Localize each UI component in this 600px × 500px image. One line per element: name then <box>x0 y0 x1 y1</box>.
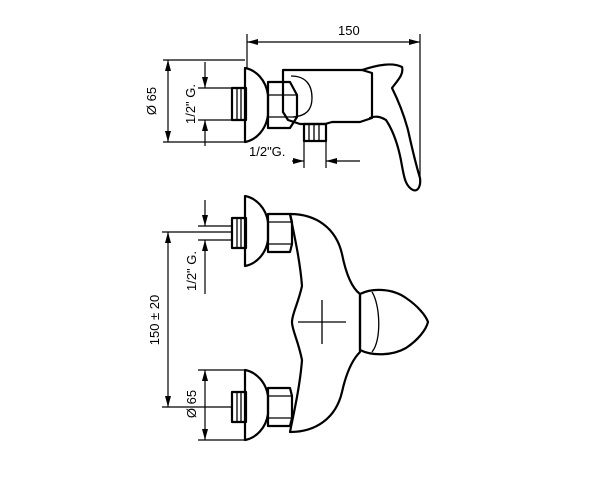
dimension-label-overall-depth: 150 <box>338 23 360 38</box>
side-view-inlet-stub <box>230 86 248 122</box>
dimension-label-inlet-thread-side: 1/2" G. <box>183 84 198 124</box>
side-view-outlet <box>302 122 328 143</box>
front-view <box>230 194 430 442</box>
front-view-top-flange <box>243 194 270 268</box>
front-view-top-nut <box>266 212 294 254</box>
dimension-inlet-thread-side <box>198 62 232 146</box>
dimension-label-inlet-thread-front: 1/2" G. <box>184 251 199 291</box>
front-view-mixer-body <box>288 212 362 434</box>
front-view-top-inlet-stub <box>230 216 248 250</box>
dimension-label-outlet-thread: 1/2"G. <box>249 144 285 159</box>
dimension-flange-diameter-bottom <box>198 369 245 441</box>
dimension-flange-diameter-top <box>163 59 245 143</box>
side-view-mixer-body <box>281 68 374 126</box>
dimension-label-center-distance: 150 ± 20 <box>147 295 162 346</box>
front-view-bottom-nut <box>266 386 294 428</box>
front-view-bottom-flange <box>243 368 270 442</box>
dimension-overall-depth <box>246 34 421 182</box>
dimension-label-flange-diameter-bottom: Ø 65 <box>184 390 199 418</box>
front-view-lever-handle <box>358 288 430 356</box>
side-view-lever-handle <box>360 63 422 192</box>
side-view <box>230 63 422 192</box>
dimension-label-flange-diameter-top: Ø 65 <box>144 87 159 115</box>
dimension-center-distance <box>162 231 232 408</box>
side-view-wall-flange <box>243 66 270 144</box>
dimension-inlet-thread-front <box>198 200 232 294</box>
dimension-outlet-thread <box>292 141 360 168</box>
